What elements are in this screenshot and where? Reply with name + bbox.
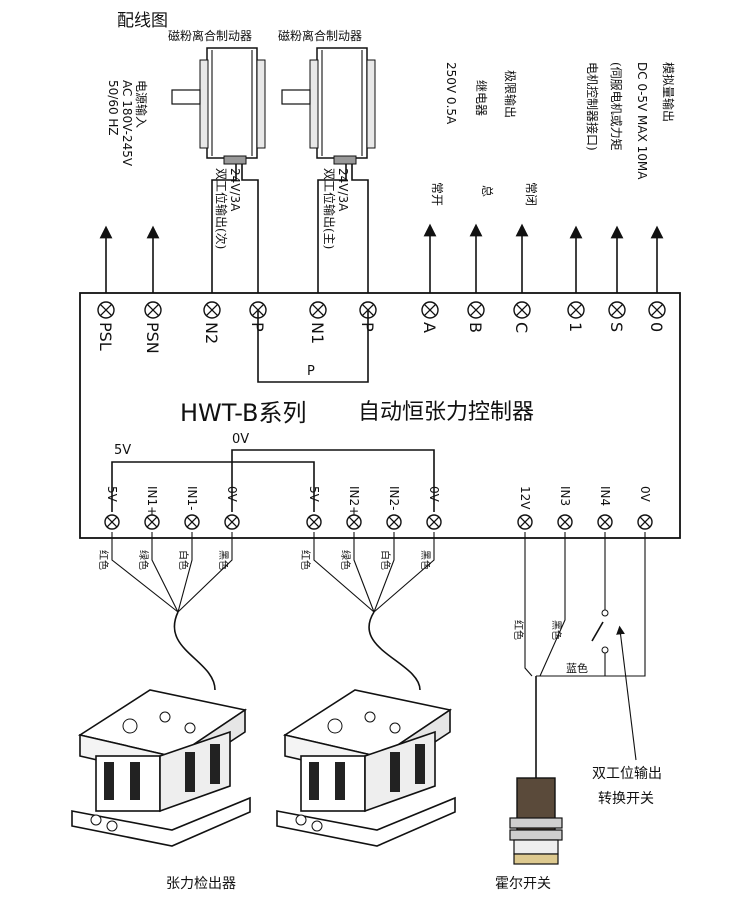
wire-red-1: 红色 — [97, 550, 110, 570]
terminal-screw — [567, 301, 585, 319]
wire-black-1: 黑色 — [217, 550, 230, 570]
bottom-terminal-label: 0V — [225, 486, 239, 503]
terminal-screw — [203, 301, 221, 319]
analog-spec: DC 0-5V MAX 10MA — [635, 62, 649, 180]
terminal-screw — [426, 514, 442, 530]
terminal-screw — [513, 301, 531, 319]
relay-com: 总 — [480, 185, 494, 197]
terminal-screw — [97, 301, 115, 319]
top-terminal-label: A — [420, 322, 439, 333]
relay-label: 极限输出 — [503, 70, 518, 118]
bottom-terminal-label: IN4 — [598, 486, 612, 506]
terminal-screw — [309, 301, 327, 319]
brake-1 — [171, 47, 266, 165]
top-terminal-label: C — [512, 322, 531, 333]
terminal-screw — [597, 514, 613, 530]
wire-green-2: 绿色 — [339, 550, 352, 570]
hall-wire-blue: 蓝色 — [566, 661, 588, 675]
controller-name: 自动恒张力控制器 — [358, 400, 534, 425]
bottom-terminal-label: 5V — [307, 486, 321, 503]
hall-switch — [509, 777, 563, 865]
analog-note-1: (伺服电机或力矩 — [609, 62, 623, 151]
hall-wire-red: 红色 — [512, 620, 525, 640]
brake-2-output: 双工位输出(主) — [322, 168, 337, 249]
wire-black-2: 黑色 — [419, 550, 432, 570]
terminal-screw — [386, 514, 402, 530]
relay-nc: 常闭 — [524, 182, 538, 206]
rail-5v-label: 5V — [114, 443, 131, 458]
bottom-terminal-label: IN1+ — [145, 486, 159, 516]
controller-box — [79, 292, 681, 539]
analog-label: 模拟量输出 — [661, 62, 676, 122]
diagram-title: 配线图 — [117, 11, 168, 31]
terminal-screw — [184, 514, 200, 530]
hall-wire-black: 黑色 — [550, 620, 563, 640]
wire-white-1: 白色 — [177, 550, 190, 570]
top-terminal-label: 0 — [647, 322, 666, 332]
brake-2-label: 磁粉离合制动器 — [278, 28, 362, 43]
analog-note-2: 电机控制器接口) — [585, 62, 600, 151]
hall-label: 霍尔开关 — [495, 876, 551, 892]
terminal-screw — [608, 301, 626, 319]
jumper-label: P — [307, 364, 315, 379]
wire-white-2: 白色 — [379, 550, 392, 570]
top-terminal-label: 1 — [566, 322, 585, 332]
brake-2 — [281, 47, 376, 165]
bottom-terminal-label: IN1- — [185, 486, 199, 510]
terminal-screw — [144, 514, 160, 530]
bottom-terminals: 5V IN1+ IN1- 0V 5V IN2+ IN2- 0V 12V IN3 IN4 0V — [104, 486, 653, 530]
power-voltage: AC 180V-245V — [120, 80, 134, 167]
terminal-screw — [517, 514, 533, 530]
terminal-screw — [224, 514, 240, 530]
bottom-terminal-label: IN3 — [558, 486, 572, 506]
switch-label-line2: 转换开关 — [598, 790, 654, 807]
top-terminal-label: PSN — [143, 322, 162, 354]
bottom-terminal-label: 5V — [105, 486, 119, 503]
bottom-terminal-label: IN2+ — [347, 486, 361, 516]
bottom-terminal-label: 12V — [518, 486, 532, 510]
top-terminal-label: N1 — [308, 322, 327, 344]
brake-1-label: 磁粉离合制动器 — [168, 28, 252, 43]
top-terminal-label: N2 — [202, 322, 221, 344]
terminal-screw — [648, 301, 666, 319]
top-terminal-label: B — [466, 322, 485, 333]
terminal-screw — [144, 301, 162, 319]
rail-0v-label: 0V — [232, 432, 249, 447]
terminal-screw — [557, 514, 573, 530]
power-label: 电源输入 — [134, 80, 149, 128]
terminal-screw — [637, 514, 653, 530]
relay-rating: 250V 0.5A — [444, 62, 458, 125]
terminal-screw — [467, 301, 485, 319]
power-frequency: 50/60 HZ — [106, 80, 120, 136]
terminal-screw — [421, 301, 439, 319]
switch-label-line1: 双工位输出 — [592, 766, 662, 782]
controller-model: HWT-B系列 — [180, 399, 307, 427]
brake-1-output: 双工位输出(次) — [214, 168, 229, 249]
top-terminal-label: S — [607, 322, 626, 332]
brake-1-rating: 24V/3A — [228, 168, 242, 212]
relay-no: 常开 — [430, 182, 444, 206]
terminal-screw — [306, 514, 322, 530]
tension-sensor-2 — [276, 689, 456, 847]
wire-green-1: 绿色 — [137, 550, 150, 570]
relay-type: 继电器 — [474, 80, 488, 116]
tension-sensor-1 — [71, 689, 251, 847]
bottom-terminal-label: 0V — [638, 486, 652, 503]
brake-2-rating: 24V/3A — [336, 168, 350, 212]
sensor-label: 张力检出器 — [166, 876, 236, 892]
terminal-screw — [346, 514, 362, 530]
terminal-screw — [104, 514, 120, 530]
bottom-terminal-label: 0V — [427, 486, 441, 503]
bottom-terminal-label: IN2- — [387, 486, 401, 510]
top-terminal-label: PSL — [96, 322, 115, 351]
wire-red-2: 红色 — [299, 550, 312, 570]
